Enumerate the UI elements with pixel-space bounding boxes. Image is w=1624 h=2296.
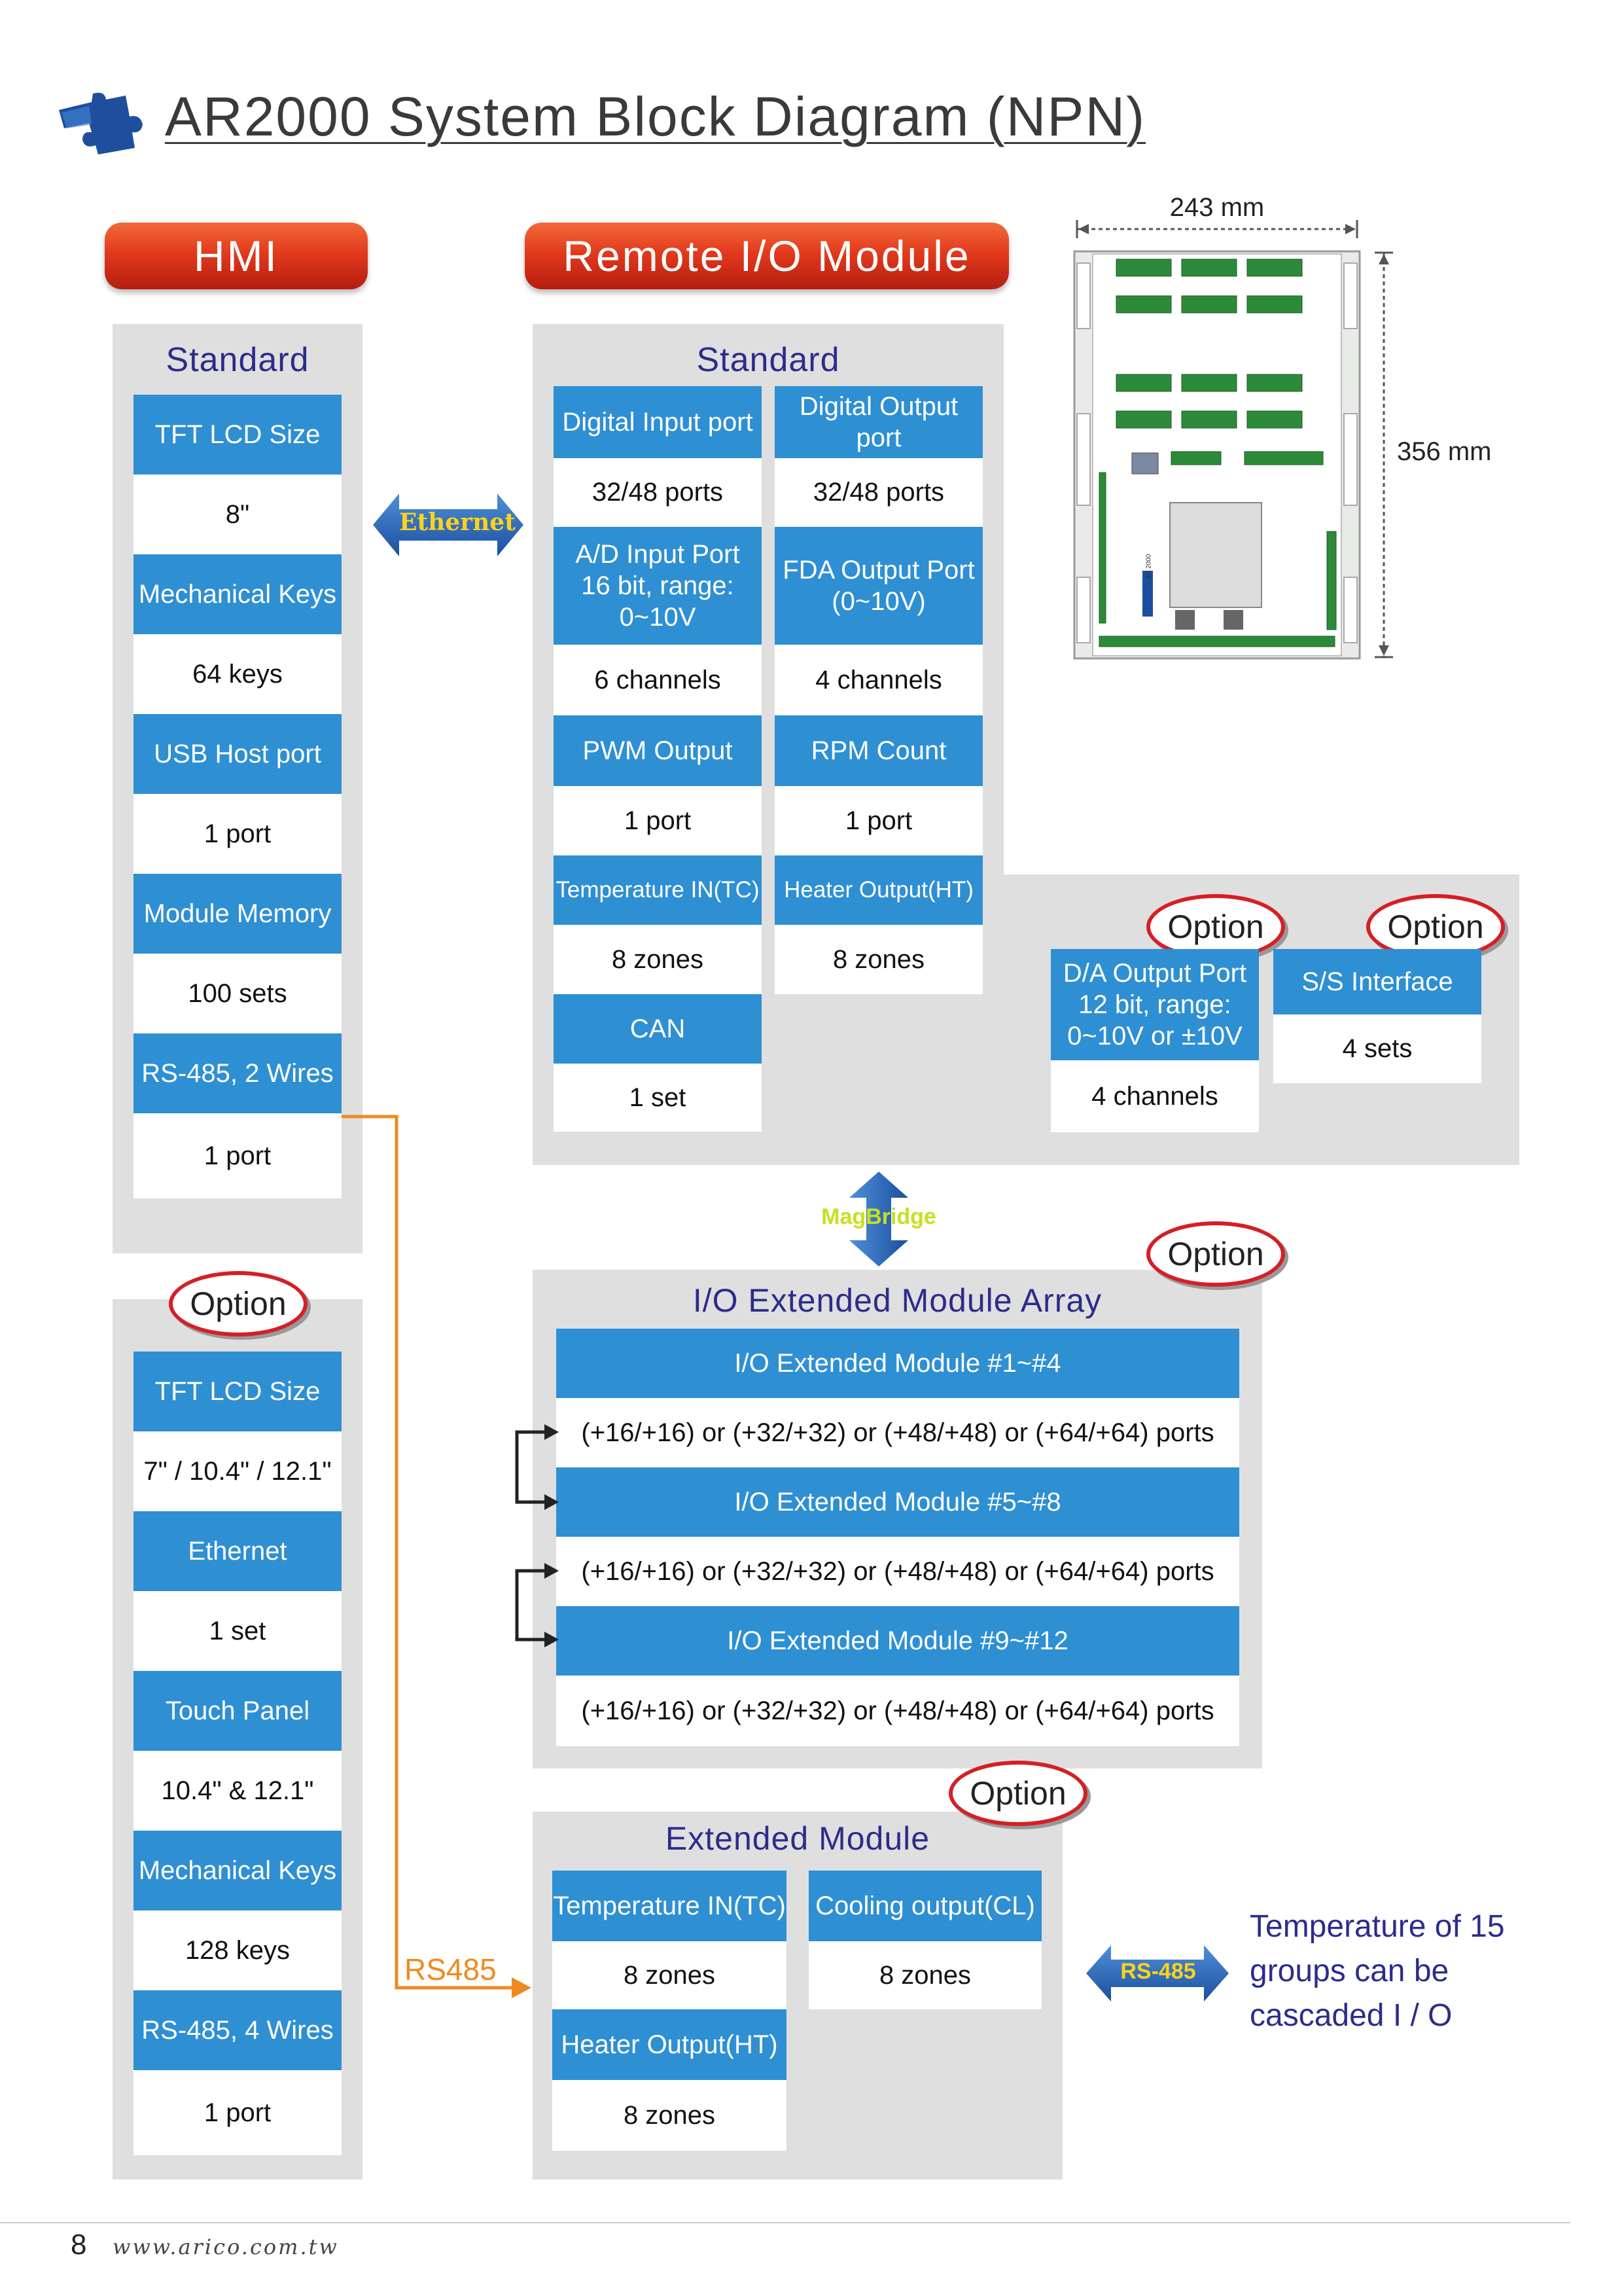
magbridge-label: MagBridge (821, 1204, 936, 1229)
rio-right-value-1: 4 channels (775, 645, 983, 715)
rio-right-value-3: 8 zones (775, 925, 983, 994)
hmi-std-label-0: TFT LCD Size (133, 395, 342, 475)
hmi-std-label-4: RS-485, 2 Wires (133, 1033, 342, 1113)
hmi-opt-value-0: 7" / 10.4" / 12.1" (133, 1431, 342, 1511)
rio-left-value-0: 32/48 ports (554, 458, 762, 527)
ext-left-value-1: 8 zones (552, 2080, 786, 2151)
hmi-opt-label-1: Ethernet (133, 1511, 342, 1591)
ext-right-label-0: Cooling output(CL) (809, 1871, 1042, 1941)
ext-left-label-0: Temperature IN(TC) (552, 1871, 786, 1941)
ethernet-arrow (373, 492, 523, 558)
hmi-std-label-2: USB Host port (133, 714, 342, 794)
hmi-opt-value-4: 1 port (133, 2070, 342, 2155)
hmi-std-value-1: 64 keys (133, 634, 342, 714)
device-height-dimension (1371, 249, 1397, 661)
rio-left-value-1: 6 channels (554, 645, 762, 715)
hmi-opt-label-3: Mechanical Keys (133, 1831, 342, 1910)
rio-left-value-2: 1 port (554, 786, 762, 855)
hmi-std-value-3: 100 sets (133, 954, 342, 1033)
io-module-label-2: I/O Extended Module #9~#12 (556, 1606, 1239, 1676)
hmi-standard-title: Standard (166, 341, 309, 379)
page-title: AR2000 System Block Diagram (NPN) (165, 86, 1146, 147)
rio-left-value-3: 8 zones (554, 925, 762, 994)
device-model-label: AR 2000 (1145, 554, 1153, 580)
ar2000-device-image (1073, 250, 1361, 660)
rio-left-value-4: 1 set (554, 1064, 762, 1132)
puzzle-logo-icon (52, 90, 150, 156)
io-module-value-0: (+16/+16) or (+32/+32) or (+48/+48) or (… (556, 1398, 1239, 1467)
rs485-label: RS485 (404, 1952, 497, 1986)
rio-right-label-1: FDA Output Port (0~10V) (775, 527, 983, 645)
hmi-std-value-0: 8" (133, 475, 342, 554)
rio-option-da-label: D/A Output Port 12 bit, range: 0~10V or … (1051, 949, 1259, 1060)
ethernet-label: Ethernet (399, 509, 516, 536)
io-module-label-1: I/O Extended Module #5~#8 (556, 1467, 1239, 1537)
io-module-value-1: (+16/+16) or (+32/+32) or (+48/+48) or (… (556, 1537, 1239, 1606)
hmi-opt-value-2: 10.4" & 12.1" (133, 1751, 342, 1831)
rio-right-value-2: 1 port (775, 786, 983, 855)
rio-option-da-value: 4 channels (1051, 1060, 1259, 1132)
rio-option-badge-ss: Option (1366, 894, 1505, 960)
ext-right-value-0: 8 zones (809, 1941, 1042, 2009)
rio-right-label-3: Heater Output(HT) (775, 855, 983, 925)
io-array-cascade-arrows (504, 1414, 563, 1649)
device-width-label: 243 mm (1169, 193, 1265, 222)
hmi-opt-value-3: 128 keys (133, 1910, 342, 1990)
hmi-opt-label-0: TFT LCD Size (133, 1352, 342, 1431)
io-module-value-2: (+16/+16) or (+32/+32) or (+48/+48) or (… (556, 1676, 1239, 1746)
rs485-arrow-label: RS-485 (1120, 1959, 1196, 1984)
rio-option-badge-da: Option (1146, 894, 1285, 960)
rio-left-label-3: Temperature IN(TC) (554, 855, 762, 925)
remote-io-header: Remote I/O Module (525, 223, 1009, 289)
rio-option-ss-value: 4 sets (1273, 1014, 1481, 1083)
io-array-title: I/O Extended Module Array (692, 1282, 1103, 1319)
hmi-opt-value-1: 1 set (133, 1591, 342, 1671)
ext-module-title: Extended Module (665, 1820, 930, 1857)
hmi-std-value-2: 1 port (133, 794, 342, 874)
hmi-opt-label-2: Touch Panel (133, 1671, 342, 1751)
remote-io-standard-title: Standard (696, 341, 840, 379)
ext-left-label-1: Heater Output(HT) (552, 2009, 786, 2080)
cascade-note: Temperature of 15 groups can be cascaded… (1250, 1909, 1505, 2033)
footer-url: www.arico.com.tw (113, 2234, 339, 2259)
rio-left-label-4: CAN (554, 994, 762, 1064)
rio-option-ss-label: S/S Interface (1273, 949, 1481, 1014)
page-number: 8 (71, 2229, 87, 2261)
hmi-option-badge: Option (169, 1271, 308, 1336)
rio-right-label-0: Digital Output port (775, 386, 983, 458)
rio-left-label-0: Digital Input port (554, 386, 762, 458)
rio-right-label-2: RPM Count (775, 715, 983, 786)
rio-left-label-1: A/D Input Port 16 bit, range: 0~10V (554, 527, 762, 645)
rs485-double-arrow (1086, 1944, 1229, 2003)
device-width-dimension (1073, 216, 1361, 242)
rs485-connector-line (340, 1113, 537, 2016)
footer-divider (0, 2222, 1570, 2223)
ext-module-option-badge: Option (949, 1761, 1087, 1826)
hmi-std-value-4: 1 port (133, 1113, 342, 1198)
ext-left-value-0: 8 zones (552, 1941, 786, 2009)
device-height-label: 356 mm (1397, 437, 1492, 466)
magbridge-arrow (849, 1172, 908, 1266)
rio-left-label-2: PWM Output (554, 715, 762, 786)
io-module-label-0: I/O Extended Module #1~#4 (556, 1329, 1239, 1398)
hmi-opt-label-4: RS-485, 4 Wires (133, 1990, 342, 2070)
hmi-std-label-3: Module Memory (133, 874, 342, 954)
hmi-std-label-1: Mechanical Keys (133, 554, 342, 634)
io-array-option-badge: Option (1146, 1221, 1285, 1287)
hmi-header: HMI (105, 223, 368, 289)
rio-right-value-0: 32/48 ports (775, 458, 983, 527)
